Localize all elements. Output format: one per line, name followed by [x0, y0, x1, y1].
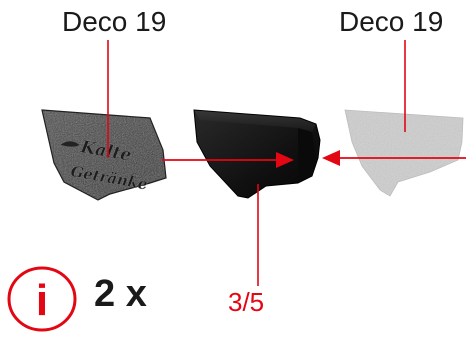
left-part-label: Deco 19 [62, 6, 167, 37]
leather-patch-part: Kalte Getränke [41, 109, 167, 201]
gray-felt-part [344, 109, 464, 197]
black-plastic-part [193, 109, 321, 199]
arrow-right-to-center [322, 150, 466, 166]
info-glyph: i [36, 276, 48, 325]
quantity-label: 2 x [94, 273, 147, 315]
arrow-left-to-center [162, 152, 294, 168]
info-icon: i [7, 266, 77, 332]
part-number-label: 3/5 [228, 287, 265, 317]
right-part-label: Deco 19 [339, 6, 444, 37]
